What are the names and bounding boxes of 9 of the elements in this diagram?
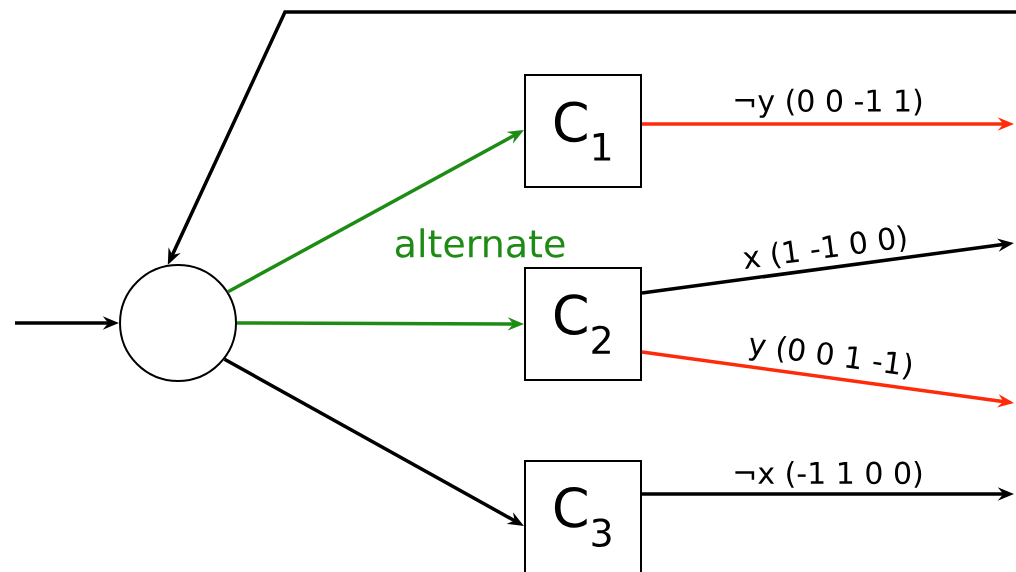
process-box: C$_{2}$: [524, 267, 642, 381]
edge-label: y (0 0 1 -1): [745, 330, 917, 384]
edge-label: ¬y (0 0 -1 1): [731, 87, 925, 119]
edge-label: x (1 -1 0 0): [740, 223, 911, 275]
process-box: C$_{1}$: [524, 74, 642, 188]
text-label: alternate: [395, 228, 565, 258]
empty-circle: [119, 264, 237, 382]
process-box: C$_{3}$: [524, 460, 642, 572]
edge-label: ¬x (-1 1 0 0): [731, 460, 925, 489]
